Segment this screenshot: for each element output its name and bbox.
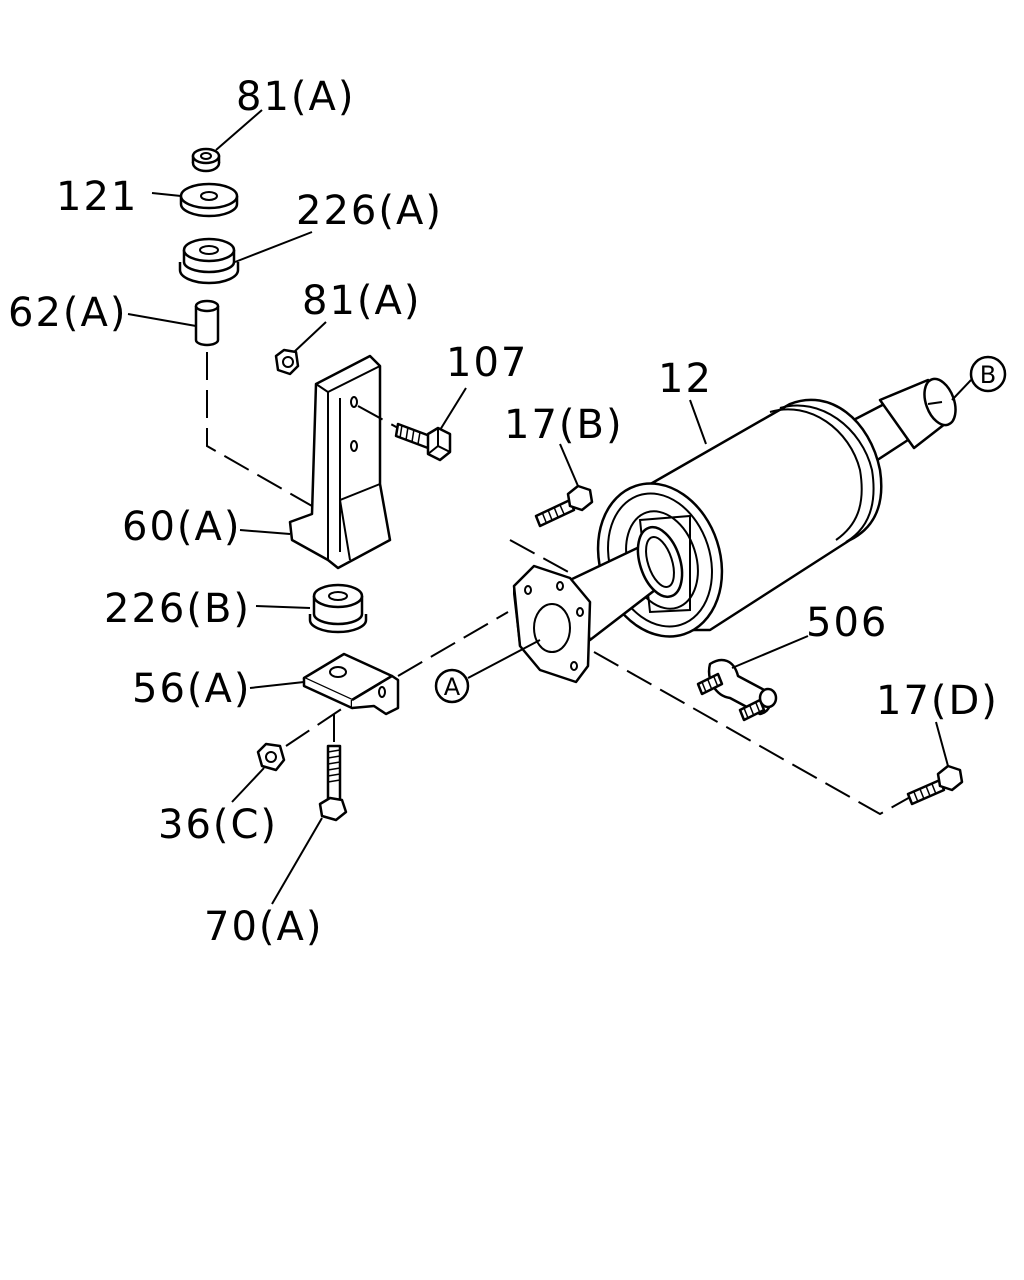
label-56a: 56(A) [132, 666, 251, 712]
part-nut-81a-top [191, 147, 221, 173]
ref-b-text: B [980, 361, 996, 389]
leader-121 [151, 192, 182, 197]
part-bolt-107 [394, 422, 452, 462]
part-collar-62a [194, 299, 220, 347]
leader-226b [255, 605, 311, 609]
part-bracket-60a [288, 354, 392, 570]
leader-36c [231, 767, 265, 803]
label-506: 506 [806, 600, 888, 646]
label-36c: 36(C) [158, 802, 278, 848]
part-bolt-17b [534, 484, 594, 528]
label-226b: 226(B) [104, 586, 251, 632]
label-62a: 62(A) [8, 290, 127, 336]
leader-17b [559, 443, 579, 487]
leader-ref-b [951, 379, 972, 401]
part-bracket-56a [302, 652, 400, 716]
part-nut-81a-mid [274, 348, 300, 376]
dash-36c [285, 705, 347, 747]
leader-56a [249, 681, 305, 689]
leader-12 [689, 399, 707, 445]
part-rubber-226a [178, 237, 240, 285]
part-nut-36c [256, 742, 286, 772]
part-washer-121 [179, 182, 239, 218]
label-226a: 226(A) [296, 188, 443, 234]
leader-107 [439, 387, 467, 431]
leader-60a [239, 529, 291, 535]
part-rubber-226b [308, 583, 368, 634]
leader-226a [234, 231, 313, 263]
leader-17d [935, 721, 949, 767]
dash-bolt-107 [357, 405, 399, 429]
leader-70a [271, 817, 323, 905]
leader-62a [127, 313, 197, 327]
label-81a-top: 81(A) [236, 74, 355, 120]
label-107: 107 [446, 340, 528, 386]
dash-17d [593, 651, 913, 816]
label-12: 12 [658, 356, 713, 402]
label-70a: 70(A) [204, 904, 323, 950]
ref-a-text: A [444, 673, 461, 701]
ref-b-marker: B [969, 355, 1007, 393]
dash-17b [509, 539, 573, 575]
label-17d: 17(D) [876, 678, 999, 724]
part-muffler-12 [568, 377, 957, 642]
ref-a-marker: A [434, 668, 470, 704]
dash-56a-flange [397, 611, 509, 677]
label-121: 121 [56, 174, 138, 220]
dash-collar-bracket [206, 352, 313, 507]
leader-ref-a [467, 639, 541, 679]
label-60a: 60(A) [122, 504, 241, 550]
label-81a-mid: 81(A) [302, 278, 421, 324]
leader-81a-top [215, 109, 263, 151]
part-flange [512, 564, 592, 684]
part-bolt-17d [906, 764, 964, 806]
label-17b: 17(B) [504, 402, 624, 448]
leader-506 [731, 635, 809, 669]
part-bolt-70a [318, 744, 348, 822]
part-stud-506 [696, 658, 778, 722]
leader-81a-mid [293, 321, 327, 353]
